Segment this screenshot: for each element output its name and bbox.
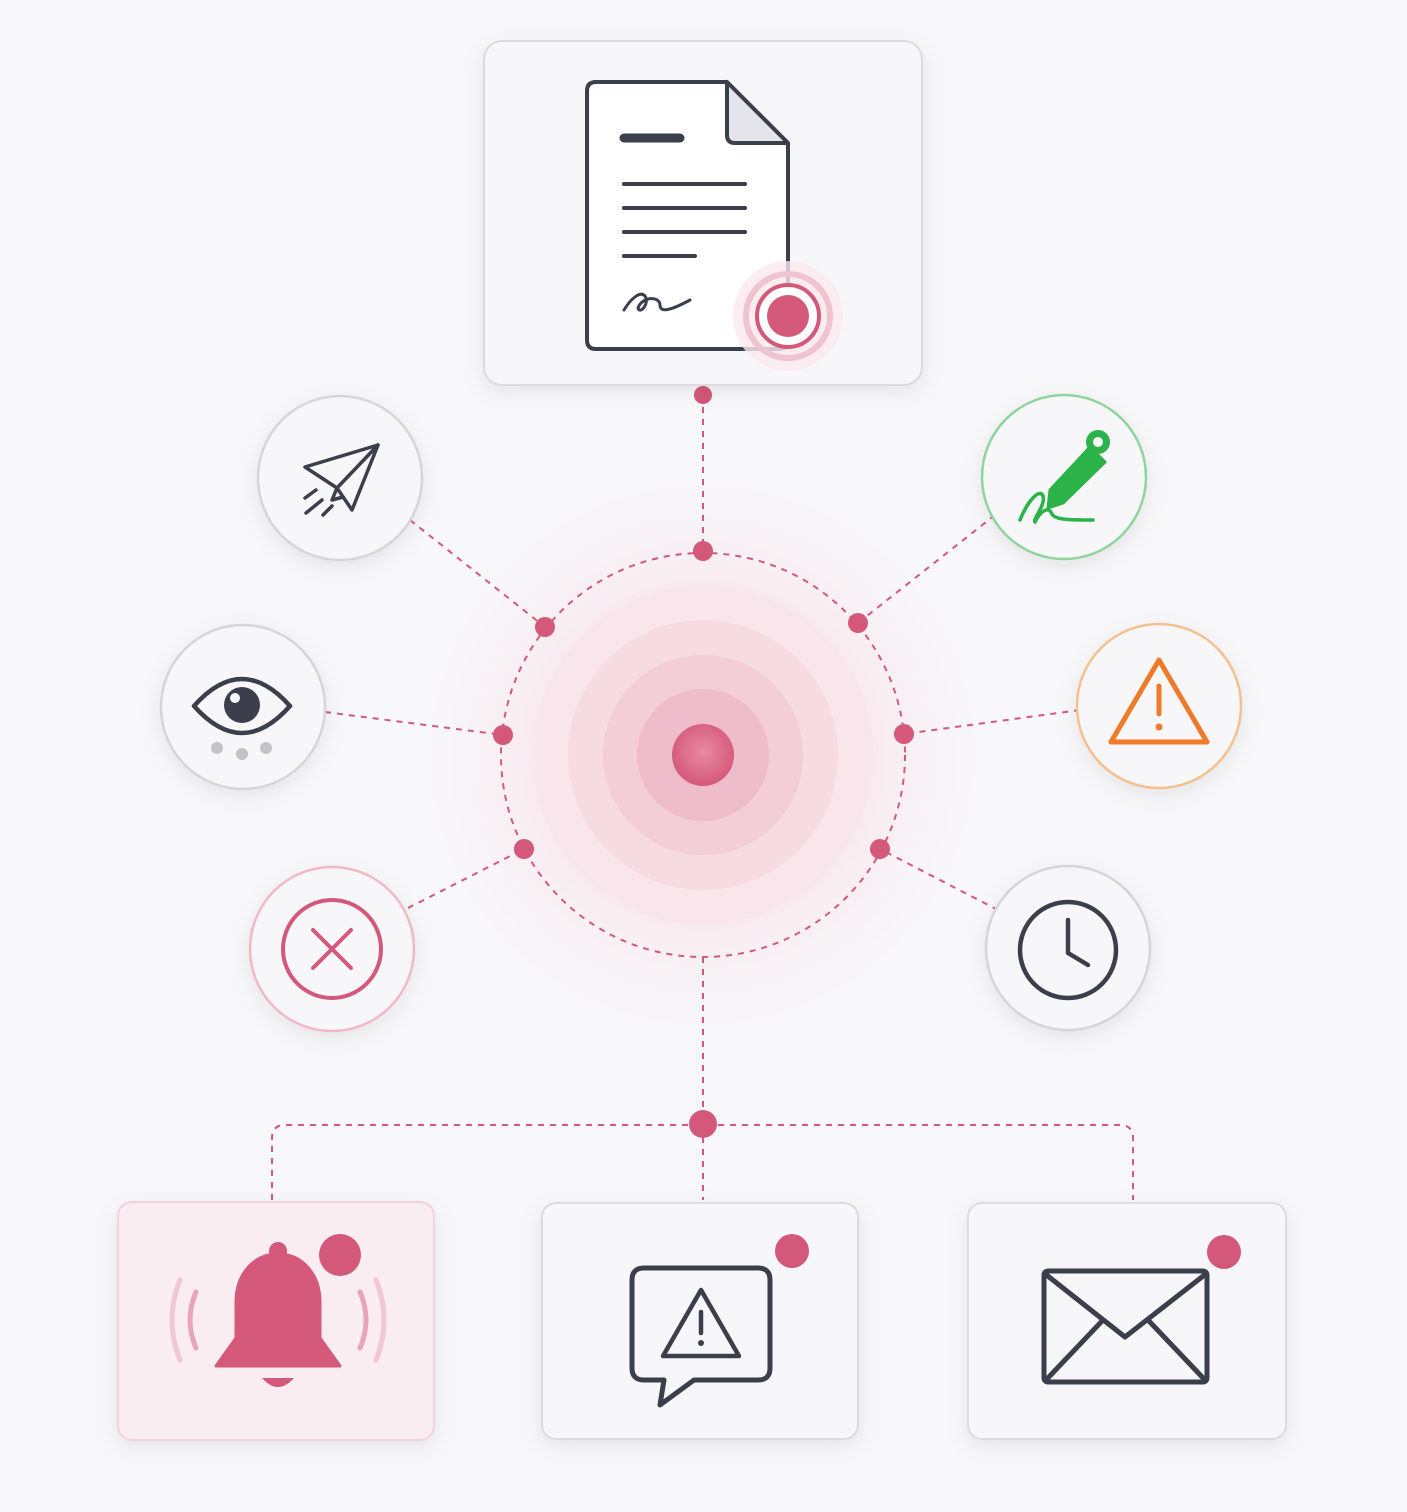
junction-dot (689, 1110, 717, 1138)
pen-signature-icon (1018, 430, 1110, 525)
junction-dot (693, 541, 713, 561)
connectors (271, 395, 1134, 1200)
status-node-pending[interactable] (984, 864, 1152, 1032)
junction-dot (514, 839, 534, 859)
clock-icon (1017, 899, 1119, 1001)
document-card[interactable] (483, 40, 923, 386)
status-node-sent[interactable] (256, 394, 424, 562)
eye-icon (191, 676, 293, 760)
signed-document-icon (585, 80, 790, 351)
connector-warning (903, 709, 1081, 735)
ringing-bell-icon (169, 1242, 387, 1387)
recording-dot-icon (733, 261, 843, 371)
junction-dot (848, 613, 868, 633)
connector-viewed (324, 711, 504, 736)
notification-badge (775, 1234, 809, 1268)
paper-plane-icon (303, 443, 380, 517)
connector-signed (857, 514, 996, 624)
junction-dot (493, 725, 513, 745)
pulse-hub-icon (672, 724, 734, 786)
notification-badge (319, 1234, 361, 1276)
notification-card-alert[interactable] (541, 1202, 859, 1440)
warning-triangle-icon (1108, 657, 1210, 745)
connector-pending (879, 848, 999, 911)
status-node-viewed[interactable] (159, 623, 327, 791)
status-node-warning[interactable] (1075, 622, 1243, 790)
connector-declined (407, 848, 525, 909)
x-circle-icon (281, 898, 383, 1000)
junction-dots (493, 386, 914, 1138)
junction-dot (535, 617, 555, 637)
status-node-declined[interactable] (248, 865, 416, 1033)
junction-dot (894, 724, 914, 744)
notification-badge (1207, 1235, 1241, 1269)
alert-chat-bubble-icon (629, 1265, 773, 1408)
envelope-icon (1041, 1268, 1210, 1385)
status-node-signed[interactable] (980, 393, 1148, 561)
notification-card-bell[interactable] (117, 1201, 435, 1441)
connector-sent (409, 519, 546, 628)
junction-dot (870, 839, 890, 859)
junction-dot (694, 386, 712, 404)
notification-card-email[interactable] (967, 1202, 1287, 1440)
signature-scribble (622, 292, 692, 312)
hub (408, 460, 998, 1050)
